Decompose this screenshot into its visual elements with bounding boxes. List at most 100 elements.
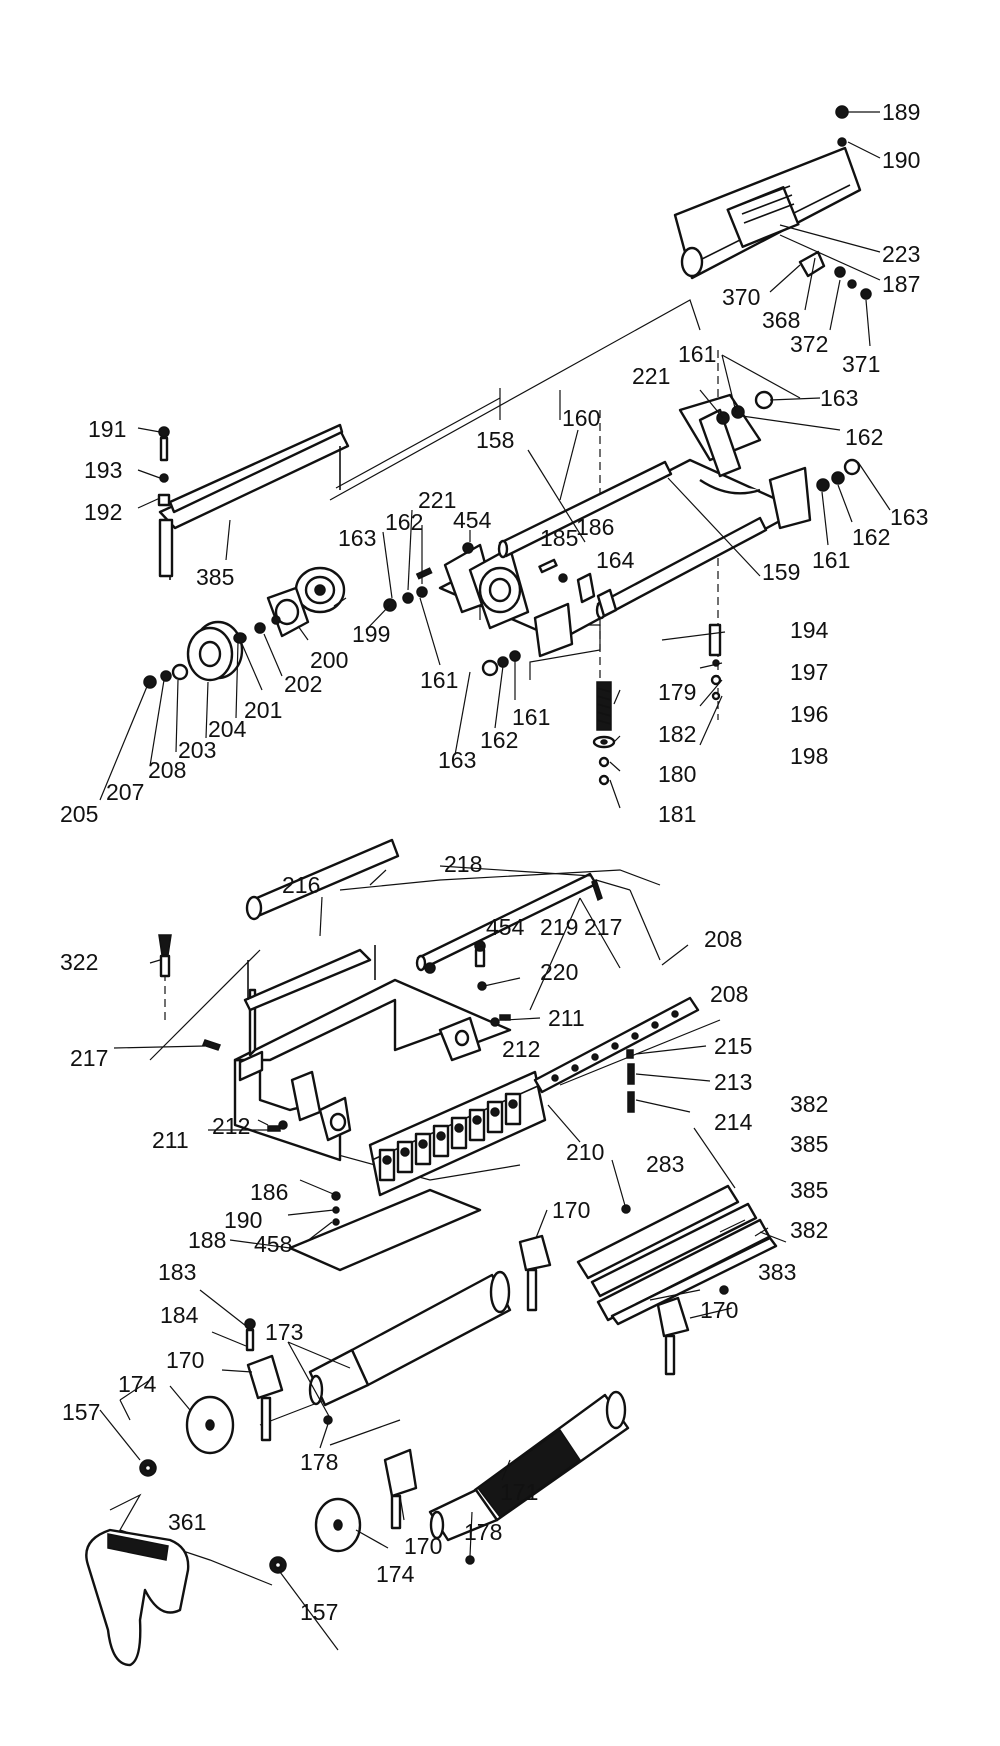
- label-212: 212: [212, 1113, 250, 1139]
- plate-188: [288, 1188, 482, 1272]
- label-190: 190: [882, 147, 920, 173]
- label-208: 208: [148, 757, 186, 783]
- label-322: 322: [60, 949, 98, 975]
- label-219: 219: [540, 914, 578, 940]
- label-170: 170: [700, 1297, 738, 1323]
- label-191: 191: [88, 416, 126, 442]
- label-217: 217: [70, 1045, 108, 1071]
- label-201: 201: [244, 697, 282, 723]
- label-174: 174: [376, 1561, 415, 1587]
- label-183: 183: [158, 1259, 196, 1285]
- label-385: 385: [790, 1131, 828, 1157]
- label-214: 214: [714, 1109, 753, 1135]
- label-211: 211: [548, 1005, 585, 1031]
- label-212: 212: [502, 1036, 540, 1062]
- label-171: 171: [500, 1479, 538, 1505]
- label-368: 368: [762, 307, 800, 333]
- label-216: 216: [282, 872, 320, 898]
- bar-218: [415, 872, 603, 972]
- gib-bars: [576, 1184, 778, 1326]
- label-162: 162: [385, 509, 423, 535]
- label-218: 218: [444, 851, 482, 877]
- label-161: 161: [812, 547, 850, 573]
- label-199: 199: [352, 621, 390, 647]
- label-161: 161: [512, 704, 550, 730]
- shafts-158-159: [497, 460, 768, 620]
- head-frame: [438, 393, 812, 658]
- upper-labels: 189 190 223 187 370 368 372 371 161 221 …: [60, 99, 928, 827]
- label-163: 163: [890, 504, 928, 530]
- label-454: 454: [453, 507, 492, 533]
- upper-leaders: [99, 111, 891, 809]
- label-361: 361: [168, 1509, 206, 1535]
- sprockets-174: [139, 1395, 362, 1574]
- label-161: 161: [420, 667, 458, 693]
- label-159: 159: [762, 559, 800, 585]
- label-160: 160: [562, 405, 600, 431]
- label-193: 193: [84, 457, 122, 483]
- label-217: 217: [584, 914, 622, 940]
- label-385: 385: [790, 1177, 828, 1203]
- label-208: 208: [704, 926, 742, 952]
- label-211: 211: [152, 1127, 189, 1153]
- label-213: 213: [714, 1069, 752, 1095]
- label-158: 158: [476, 427, 514, 453]
- label-196: 196: [790, 701, 828, 727]
- label-283: 283: [646, 1151, 684, 1177]
- label-186: 186: [250, 1179, 288, 1205]
- cutter-block-210: [368, 1070, 547, 1197]
- label-204: 204: [208, 716, 247, 742]
- label-162: 162: [845, 424, 883, 450]
- label-164: 164: [596, 547, 635, 573]
- bar-212-right: [533, 996, 700, 1094]
- label-192: 192: [84, 499, 122, 525]
- lower-leaders: [99, 865, 787, 1651]
- left-bracket-385: [157, 423, 350, 580]
- label-221: 221: [418, 487, 456, 513]
- label-223: 223: [882, 241, 920, 267]
- label-370: 370: [722, 284, 760, 310]
- label-372: 372: [790, 331, 828, 357]
- lower-labels: 218 216 217 454 219 208 208 322 220 211 …: [60, 851, 828, 1625]
- label-174: 174: [118, 1371, 157, 1397]
- label-190: 190: [224, 1207, 262, 1233]
- bearing-blocks-170: [246, 1234, 690, 1530]
- label-208: 208: [710, 981, 748, 1007]
- label-189: 189: [882, 99, 920, 125]
- label-221: 221: [632, 363, 670, 389]
- label-162: 162: [852, 524, 890, 550]
- label-163: 163: [820, 385, 858, 411]
- label-194: 194: [790, 617, 829, 643]
- roller-171: [428, 1390, 630, 1565]
- label-371: 371: [842, 351, 880, 377]
- label-197: 197: [790, 659, 828, 685]
- label-200: 200: [310, 647, 348, 673]
- pulley-bearing-assembly: [143, 566, 346, 689]
- label-182: 182: [658, 721, 696, 747]
- label-203: 203: [178, 737, 216, 763]
- label-170: 170: [166, 1347, 204, 1373]
- label-382: 382: [790, 1217, 828, 1243]
- label-163: 163: [338, 525, 376, 551]
- label-162: 162: [480, 727, 518, 753]
- label-163: 163: [438, 747, 476, 773]
- label-157: 157: [62, 1399, 100, 1425]
- label-178: 178: [300, 1449, 338, 1475]
- top-cover-assembly: [673, 105, 872, 300]
- label-382: 382: [790, 1091, 828, 1117]
- label-170: 170: [552, 1197, 590, 1223]
- label-205: 205: [60, 801, 98, 827]
- label-383: 383: [758, 1259, 796, 1285]
- label-181: 181: [658, 801, 696, 827]
- label-385: 385: [196, 564, 234, 590]
- label-157: 157: [300, 1599, 338, 1625]
- label-179: 179: [658, 679, 696, 705]
- label-198: 198: [790, 743, 828, 769]
- label-458: 458: [254, 1231, 292, 1257]
- spring-parts: [592, 623, 722, 786]
- cutter-knives: [378, 1092, 522, 1182]
- label-220: 220: [540, 959, 578, 985]
- label-180: 180: [658, 761, 696, 787]
- label-207: 207: [106, 779, 144, 805]
